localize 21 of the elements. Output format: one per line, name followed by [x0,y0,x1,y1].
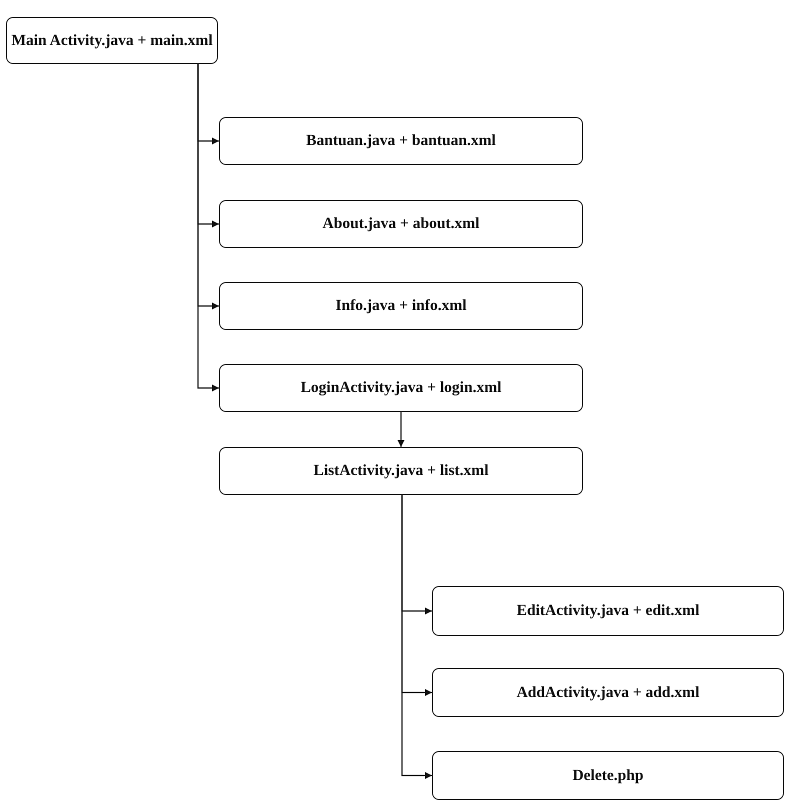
file-name: EditActivity.java + edit.xml [516,602,700,620]
file-name: About.java + about.xml [322,215,480,233]
file-box [219,117,583,165]
file-name: Delete.php [572,766,644,784]
file-box [219,200,583,248]
file-box [219,282,583,330]
connector-arrow [401,495,432,779]
file-box [6,17,218,64]
file-name: AddActivity.java + add.xml [516,684,700,702]
file-name: Info.java + info.xml [335,297,467,315]
file-name: Main Activity.java + main.xml [11,32,213,50]
file-box [432,668,784,717]
file-name: ListActivity.java + list.xml [313,462,488,480]
file-name: Bantuan.java + bantuan.xml [306,132,496,150]
file-box [219,447,583,495]
file-box [219,364,583,412]
file-box [432,751,784,800]
connector-arrow [197,64,219,392]
file-name: LoginActivity.java + login.xml [300,379,502,397]
file-box [432,586,784,636]
connector-arrow [398,412,404,447]
